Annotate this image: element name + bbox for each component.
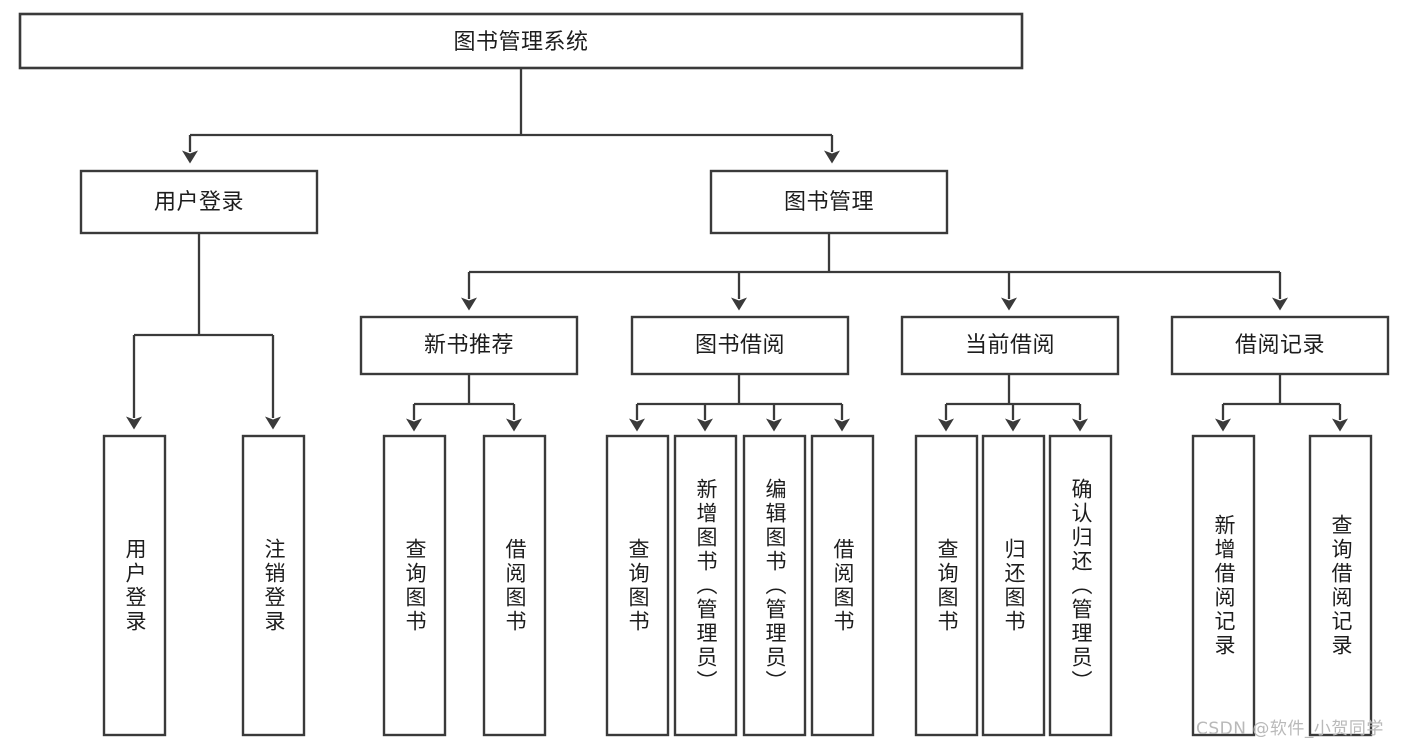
connector-root-to-level2 xyxy=(182,68,840,164)
node-leaf-return-book[interactable] xyxy=(981,434,1046,737)
node-book-borrow-label: 图书借阅 xyxy=(695,333,785,358)
connector-userlogin-to-leaves xyxy=(126,233,281,430)
connector-record-to-leaves xyxy=(1215,374,1348,432)
connector-current-to-leaves xyxy=(938,374,1088,432)
node-leaf-edit-book-admin[interactable] xyxy=(742,434,807,737)
node-new-book-recommend-label: 新书推荐 xyxy=(424,333,514,358)
node-leaf-add-book-admin[interactable] xyxy=(673,434,738,737)
node-leaf-user-login[interactable] xyxy=(102,434,167,737)
node-borrow-record[interactable]: 借阅记录 xyxy=(1170,315,1390,376)
node-leaf-borrow-book-1[interactable] xyxy=(482,434,547,737)
node-borrow-record-label: 借阅记录 xyxy=(1235,333,1325,358)
node-leaf-query-borrow-record[interactable] xyxy=(1308,434,1373,737)
connector-bookmgmt-to-level3 xyxy=(461,233,1288,311)
node-leaf-add-borrow-record[interactable] xyxy=(1191,434,1256,737)
connector-borrow-to-leaves xyxy=(629,374,850,432)
node-user-login[interactable]: 用户登录 xyxy=(79,169,319,235)
node-leaf-borrow-book-2[interactable] xyxy=(810,434,875,737)
node-root[interactable]: 图书管理系统 xyxy=(18,12,1024,70)
node-leaf-confirm-return-admin[interactable] xyxy=(1048,434,1113,737)
node-book-management[interactable]: 图书管理 xyxy=(709,169,949,235)
node-current-borrow[interactable]: 当前借阅 xyxy=(900,315,1120,376)
node-book-borrow[interactable]: 图书借阅 xyxy=(630,315,850,376)
node-root-label: 图书管理系统 xyxy=(453,30,588,55)
node-book-management-label: 图书管理 xyxy=(784,190,874,215)
node-leaf-logout[interactable] xyxy=(241,434,306,737)
node-leaf-query-book-2[interactable] xyxy=(605,434,670,737)
watermark-text: CSDN @软件_小贺同学 xyxy=(1196,719,1384,739)
node-user-login-label: 用户登录 xyxy=(154,190,244,215)
connector-newbook-to-leaves xyxy=(406,374,522,432)
node-current-borrow-label: 当前借阅 xyxy=(965,333,1055,358)
node-leaf-query-book-3[interactable] xyxy=(914,434,979,737)
node-leaf-query-book-1[interactable] xyxy=(382,434,447,737)
node-new-book-recommend[interactable]: 新书推荐 xyxy=(359,315,579,376)
